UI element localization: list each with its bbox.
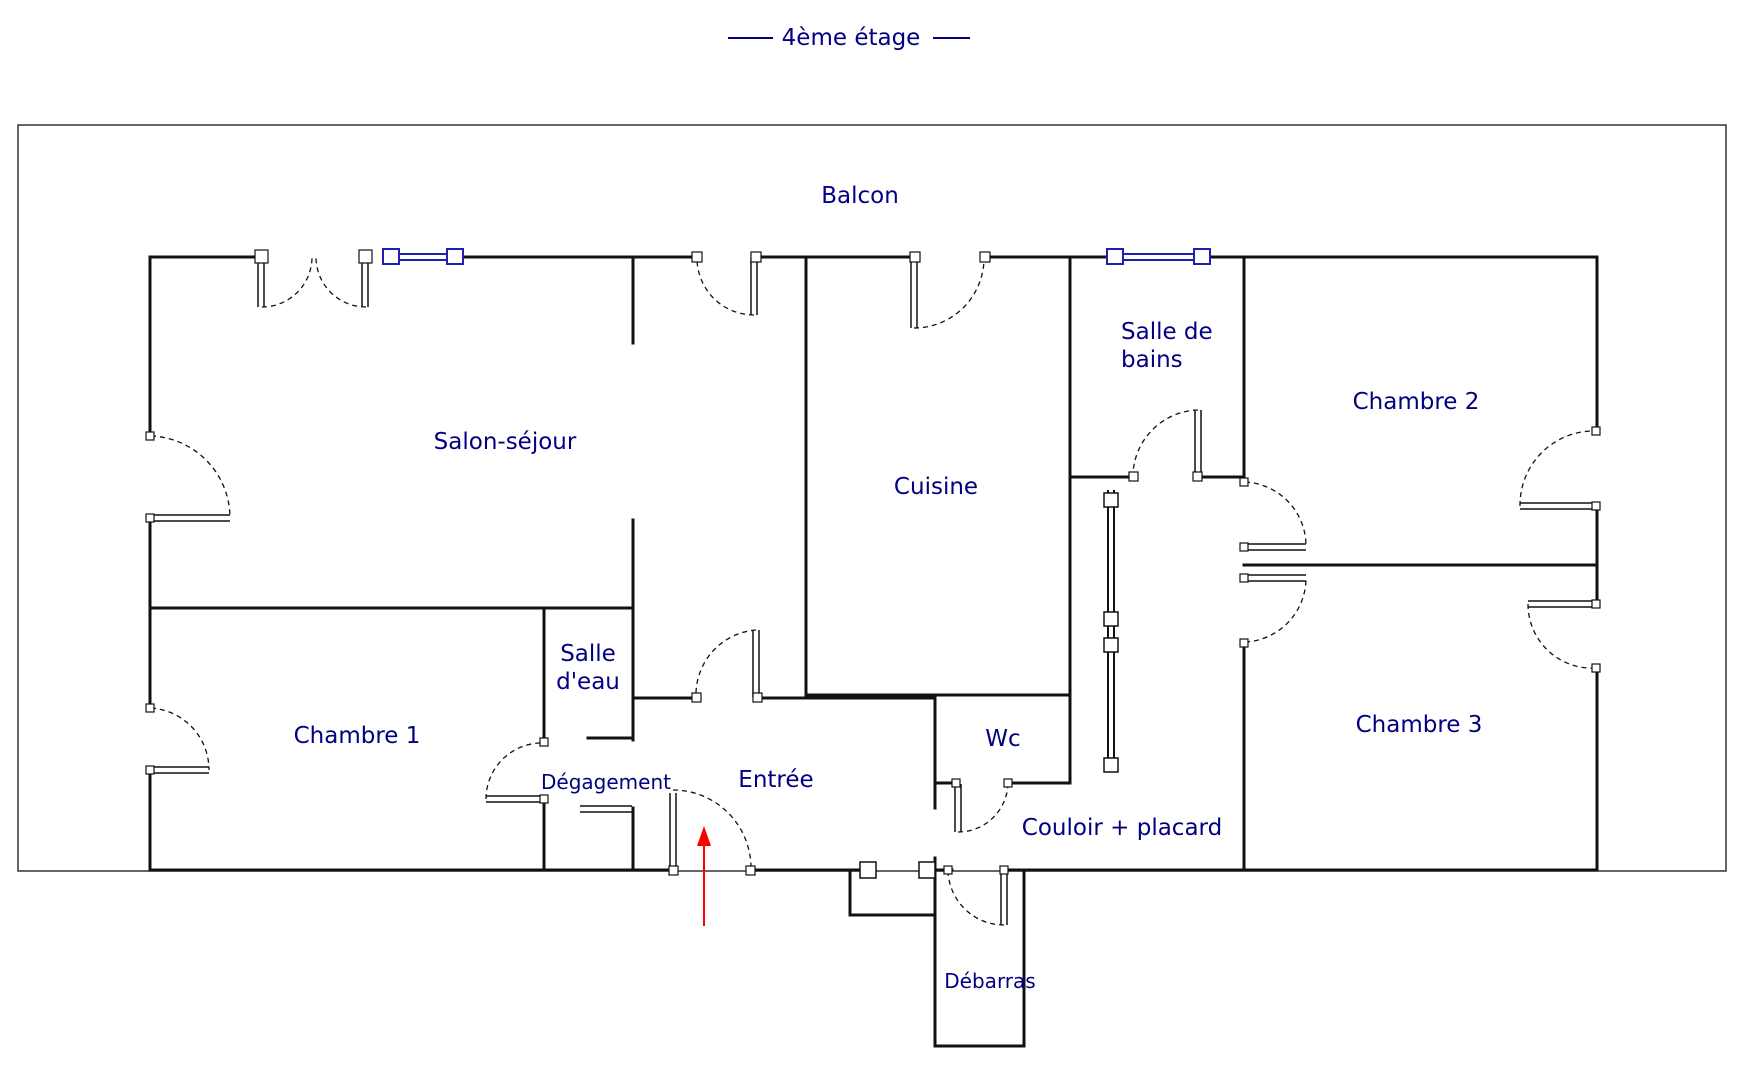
room-salle-de-bains-line2: bains <box>1121 347 1183 373</box>
room-chambre-1: Chambre 1 <box>293 723 421 749</box>
room-chambre-2: Chambre 2 <box>1352 389 1480 415</box>
balcony-outline <box>17 124 1727 872</box>
room-salle-eau-line2: d'eau <box>556 669 620 695</box>
closet-hinges <box>1103 492 1119 773</box>
room-couloir: Couloir + placard <box>1021 815 1223 841</box>
room-salle-eau: Salle d'eau <box>556 640 620 696</box>
room-cuisine: Cuisine <box>893 474 979 500</box>
room-balcon: Balcon <box>821 183 899 209</box>
page-title: 4ème étage <box>781 25 921 51</box>
room-chambre-3: Chambre 3 <box>1355 712 1483 738</box>
windows <box>382 248 1211 265</box>
room-salle-de-bains-line1: Salle de <box>1121 319 1213 345</box>
entry-arrow <box>697 826 711 926</box>
room-salon: Salon-séjour <box>433 429 577 455</box>
closet-line <box>1107 490 1115 770</box>
room-entree: Entrée <box>738 767 814 793</box>
walls <box>148 255 1599 1048</box>
room-wc: Wc <box>985 726 1021 752</box>
doors <box>145 249 1601 926</box>
room-salle-de-bains: Salle de bains <box>1121 318 1213 374</box>
room-degagement: Dégagement <box>541 770 671 794</box>
room-salle-eau-line1: Salle <box>560 641 616 667</box>
room-debarras: Débarras <box>944 969 1036 993</box>
